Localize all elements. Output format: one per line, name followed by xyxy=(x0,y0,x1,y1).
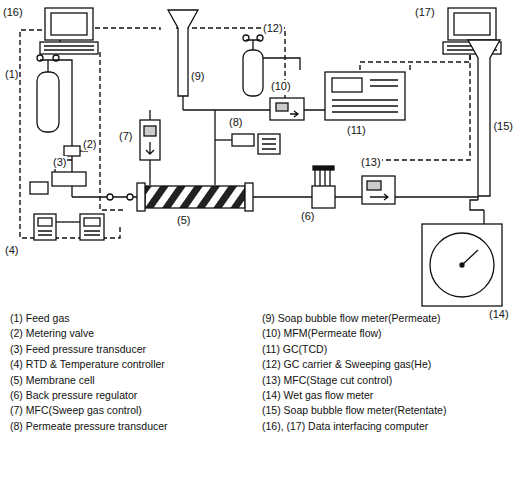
callout-number: (5) xyxy=(176,214,191,227)
key-entry: (10) MFM(Permeate flow) xyxy=(262,327,382,339)
callout-number: (9) xyxy=(190,70,205,83)
key-entry: (15) Soap bubble flow meter(Retentate) xyxy=(262,404,446,416)
callout-number: (3) xyxy=(52,156,67,169)
key-entry: (2) Metering valve xyxy=(10,327,94,339)
key-entry: (13) MFC(Stage cut control) xyxy=(262,374,392,386)
key-entry: (7) MFC(Sweep gas control) xyxy=(10,404,142,416)
key-entry: (11) GC(TCD) xyxy=(262,343,327,355)
callout-number: (17) xyxy=(414,6,436,19)
callout-number: (1) xyxy=(4,68,19,81)
callout-number: (10) xyxy=(270,80,292,93)
key-entry: (3) Feed pressure transducer xyxy=(10,343,146,355)
key-entry: (14) Wet gas flow meter xyxy=(262,389,373,401)
callout-number: (6) xyxy=(300,210,315,223)
callout-number: (12) xyxy=(262,22,284,35)
key-entry: (4) RTD & Temperature controller xyxy=(10,358,165,370)
callout-number: (4) xyxy=(4,244,19,257)
key-entry: (8) Permeate pressure transducer xyxy=(10,420,168,432)
key-entry: (6) Back pressure regulator xyxy=(10,389,137,401)
callout-number: (7) xyxy=(118,130,133,143)
key-entry: (12) GC carrier & Sweeping gas(He) xyxy=(262,358,431,370)
callout-number: (15) xyxy=(492,120,514,133)
key-entry: (9) Soap bubble flow meter(Permeate) xyxy=(262,312,441,324)
callout-number: (14) xyxy=(488,308,510,321)
key-entry: (16), (17) Data interfacing computer xyxy=(262,420,428,432)
callout-number: (16) xyxy=(2,6,24,19)
callout-number: (8) xyxy=(228,116,243,129)
callout-number: (11) xyxy=(346,124,367,137)
callout-number: (13) xyxy=(360,156,382,169)
key-entry: (5) Membrane cell xyxy=(10,374,95,386)
key-entry: (1) Feed gas xyxy=(10,312,70,324)
callout-number: (2) xyxy=(82,138,97,151)
